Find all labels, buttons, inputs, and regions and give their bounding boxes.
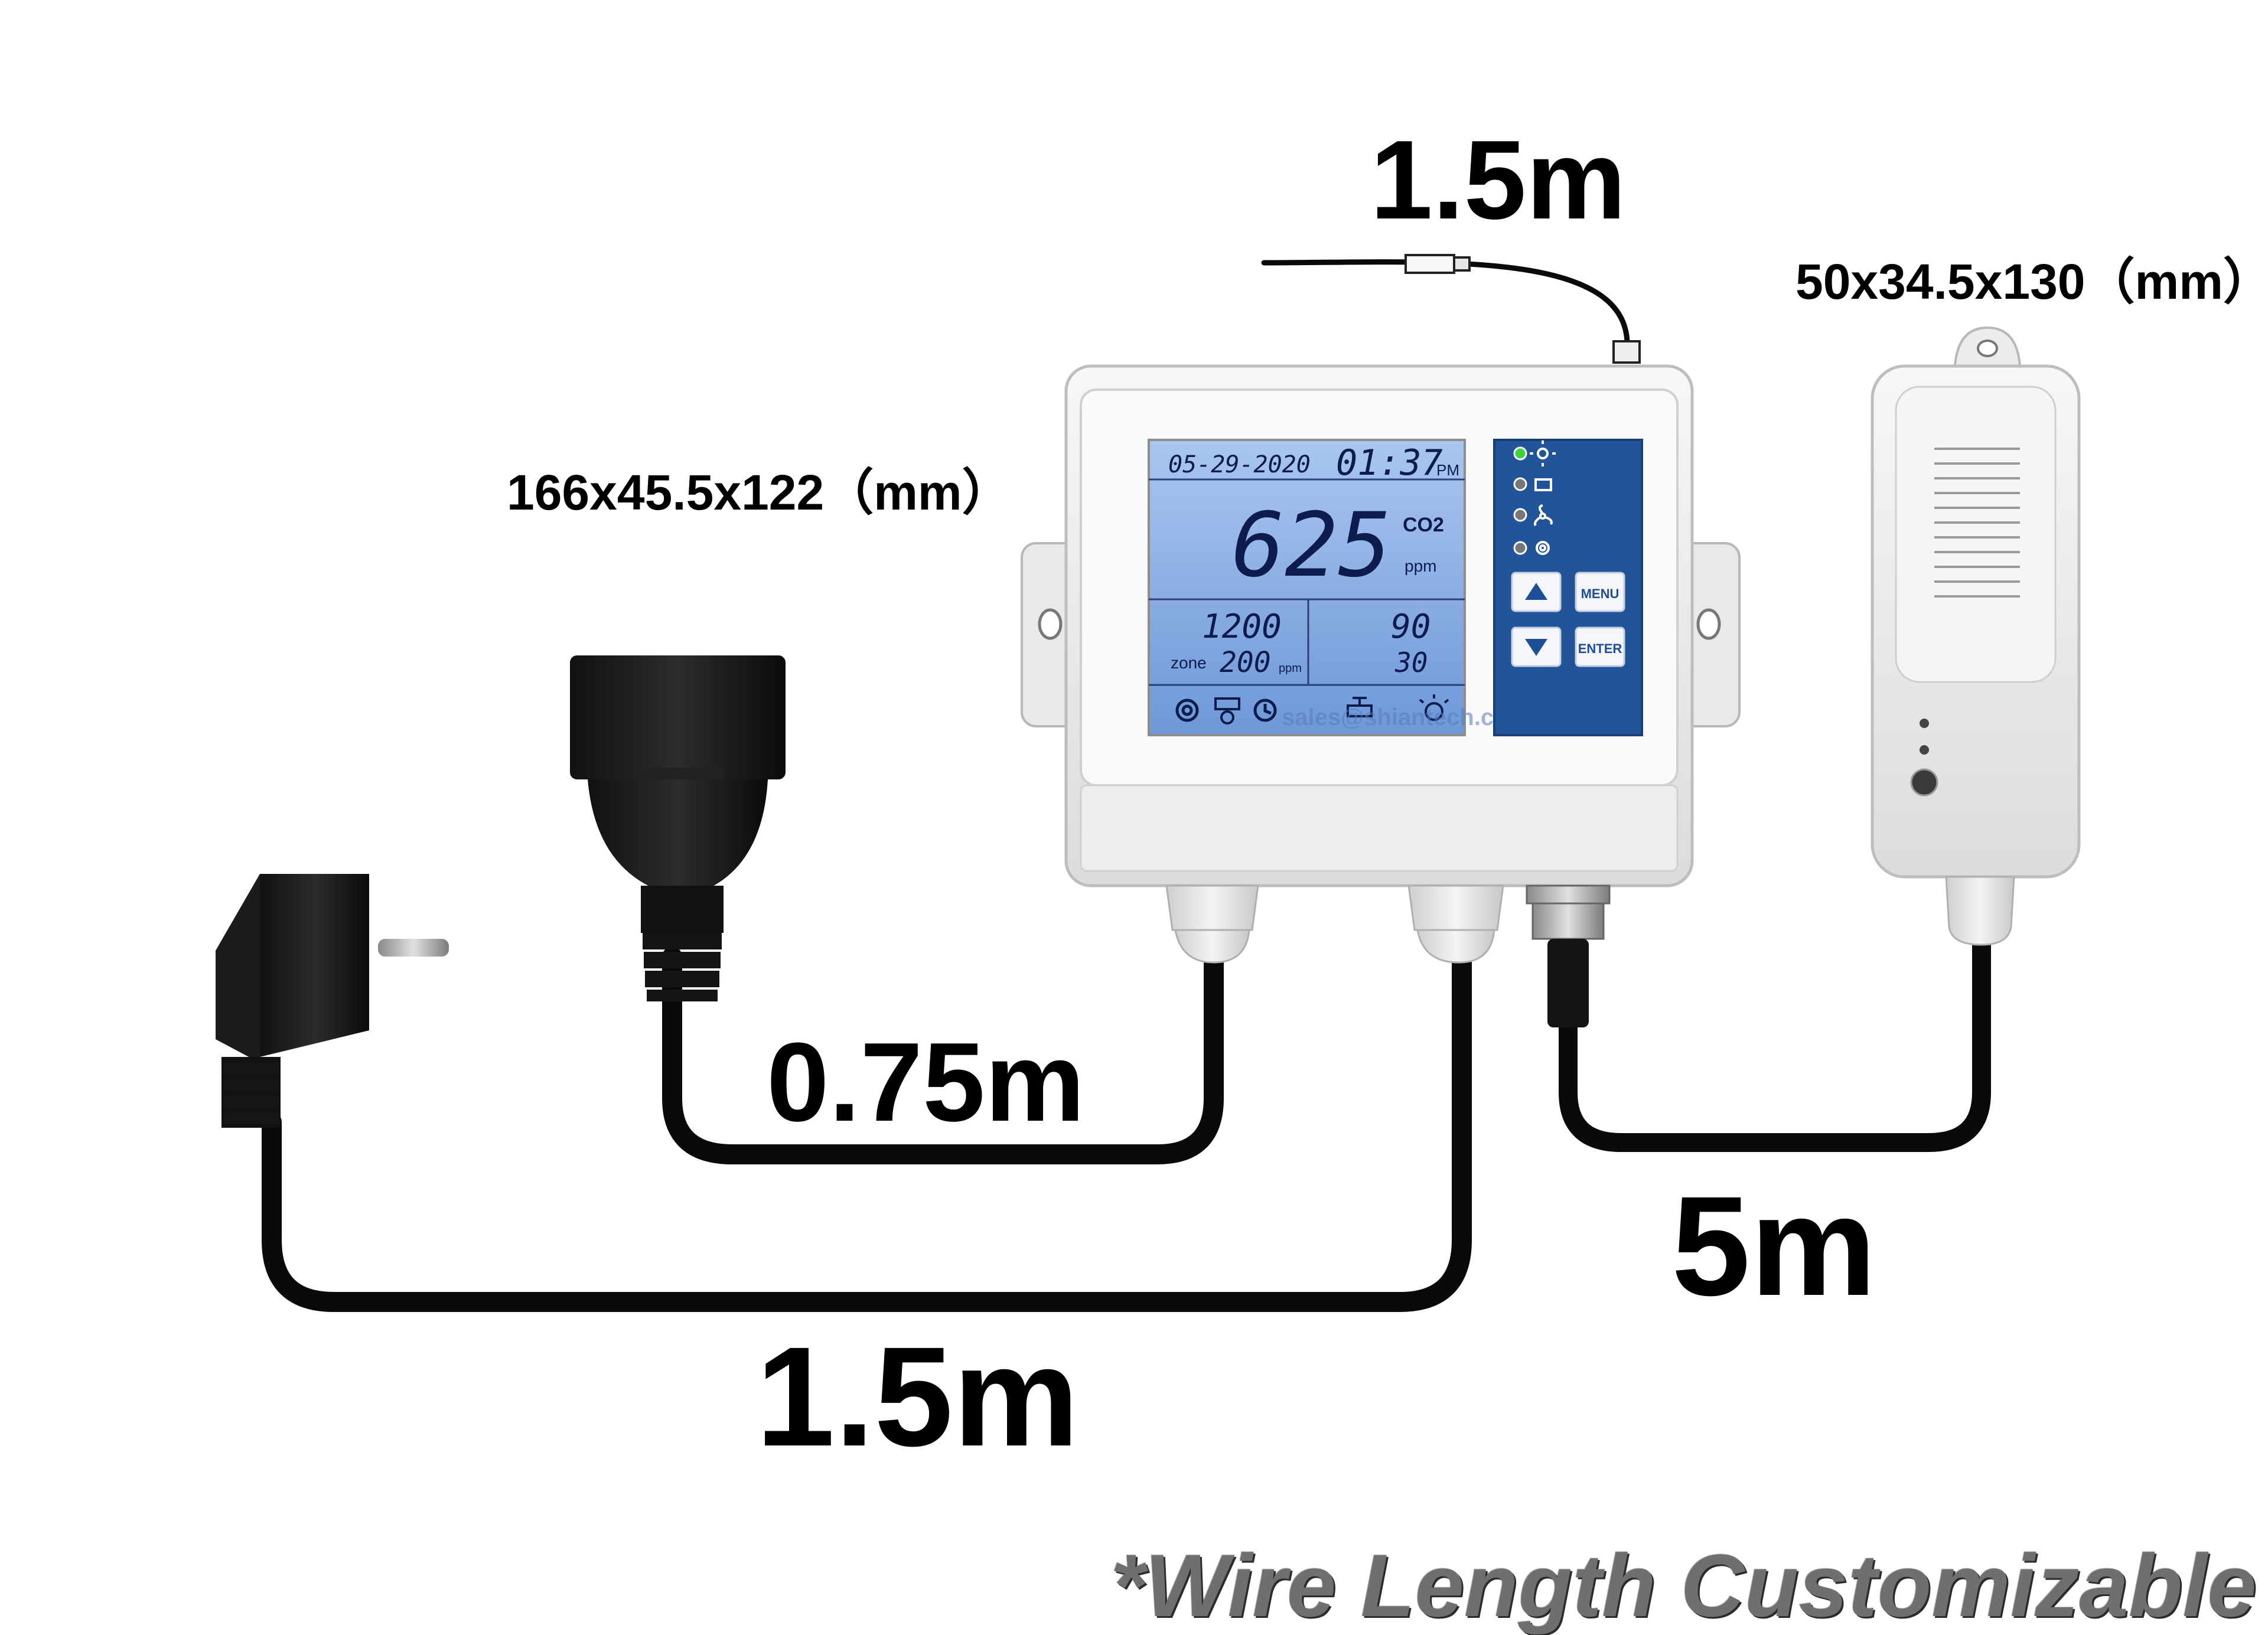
clock-icon xyxy=(1253,699,1277,722)
up-button[interactable] xyxy=(1511,572,1562,612)
arrow-up-icon xyxy=(1525,583,1547,600)
controller-unit: 05-29-2020 01:37 PM 625 CO2 ppm 1200 zon… xyxy=(1021,364,1741,1027)
fan-icon xyxy=(1534,504,1553,527)
lcd-time-suffix: PM xyxy=(1436,461,1459,479)
down-button[interactable] xyxy=(1511,626,1562,667)
led-co2 xyxy=(1513,541,1527,555)
lcd-setpoint: 1200 xyxy=(1202,608,1282,646)
valve-icon xyxy=(1347,697,1373,717)
lcd-time: 01:37 xyxy=(1336,442,1443,484)
sensor-cable-gland xyxy=(1945,876,2015,946)
lcd-zone-unit: ppm xyxy=(1279,662,1302,675)
arrow-down-icon xyxy=(1525,639,1547,656)
led-fan xyxy=(1513,508,1527,522)
led-heater xyxy=(1513,477,1527,491)
plug-pin xyxy=(378,939,449,957)
controller-dimensions-label: 166x45.5x122（mm） xyxy=(507,465,1012,520)
light-icon xyxy=(1419,694,1449,721)
enter-button[interactable]: ENTER xyxy=(1575,626,1625,667)
sensor-button[interactable] xyxy=(1910,768,1938,797)
led-light xyxy=(1513,446,1527,461)
lcd-co2-unit: ppm xyxy=(1405,557,1436,575)
sensor-vent-grille xyxy=(1934,448,2020,598)
lcd-screen xyxy=(1148,439,1466,736)
lcd-right-bottom-value: 30 xyxy=(1394,647,1428,678)
socket-cable xyxy=(662,947,1224,1164)
plug-strain-relief xyxy=(223,1063,279,1124)
menu-button-label: MENU xyxy=(1581,586,1619,601)
lcd-co2-value: 625 xyxy=(1231,494,1392,597)
watermark-text: sales@shiantech.com xyxy=(1282,704,1529,730)
fan-settings-icon xyxy=(1214,697,1240,725)
sensor-connector xyxy=(1526,885,1611,1027)
heater-icon xyxy=(1534,478,1552,491)
temperature-probe xyxy=(1405,254,1641,364)
status-leds xyxy=(1513,446,1527,555)
footer-note: *Wire Length Customizable xyxy=(1110,1536,2257,1635)
gear-icon xyxy=(1175,699,1199,722)
co2-sensor-unit xyxy=(1871,326,2081,946)
lcd-co2-label: CO2 xyxy=(1403,514,1444,536)
cable-gland-left xyxy=(1165,885,1259,964)
lcd-date: 05-29-2020 xyxy=(1168,451,1311,478)
socket-strain-relief xyxy=(643,933,722,1001)
wire-length-socket: 0.75m xyxy=(767,1020,1085,1145)
lcd-zone-value: 200 xyxy=(1220,646,1271,679)
sun-icon xyxy=(1530,440,1556,466)
cable-gland-middle xyxy=(1407,885,1504,964)
co2-gear-icon xyxy=(1536,541,1550,555)
wire-length-plug: 1.5m xyxy=(756,1317,1080,1476)
sensor-indicator-1 xyxy=(1920,719,1929,728)
lcd-zone-label: zone xyxy=(1171,654,1207,672)
cables xyxy=(262,259,1991,1312)
wire-length-top-sensor: 1.5m xyxy=(1370,118,1627,243)
menu-button[interactable]: MENU xyxy=(1575,572,1625,612)
enter-button-label: ENTER xyxy=(1578,641,1622,656)
sensor-cable xyxy=(1559,929,1991,1152)
plug-cable xyxy=(262,947,1472,1312)
wire-length-sensor-cable: 5m xyxy=(1671,1167,1876,1325)
lcd-right-top-value: 90 xyxy=(1391,608,1430,646)
top-sensor-wire xyxy=(1261,259,1630,345)
power-plug xyxy=(216,874,449,1128)
power-socket xyxy=(570,655,786,1001)
sensor-indicator-2 xyxy=(1920,745,1929,755)
sensor-dimensions-label: 50x34.5x130（mm） xyxy=(1795,254,2268,309)
